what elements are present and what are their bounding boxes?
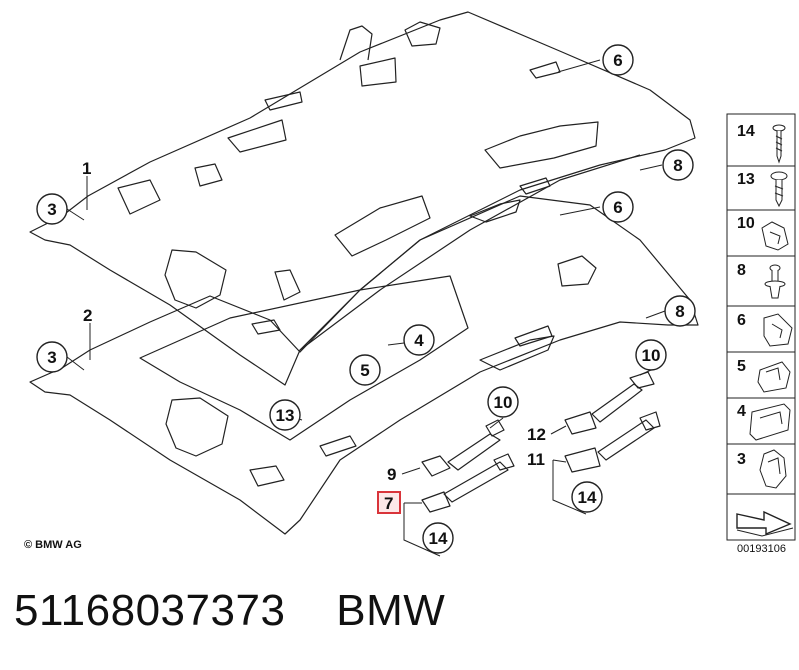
callout-circle-8a bbox=[662, 149, 694, 181]
highlight-box-7 bbox=[377, 491, 401, 514]
callout-circle-6b bbox=[602, 191, 634, 223]
bracket-4-icon bbox=[749, 403, 791, 441]
callout-circle-3b bbox=[36, 341, 68, 373]
copyright-notice: © BMW AG bbox=[24, 539, 82, 551]
screw-14-icon bbox=[772, 124, 786, 164]
callout-5: 5 bbox=[360, 361, 369, 380]
callout-11: 11 bbox=[527, 450, 545, 469]
callout-circle-13 bbox=[269, 399, 301, 431]
grab-handle-left bbox=[421, 419, 515, 513]
callout-circle-8b bbox=[664, 295, 696, 327]
clip-6-icon bbox=[763, 313, 793, 347]
callout-6b: 6 bbox=[613, 198, 622, 217]
callout-8a: 8 bbox=[673, 156, 682, 175]
grab-handle-right bbox=[564, 371, 661, 473]
callout-14b: 14 bbox=[578, 488, 597, 507]
screw-13-icon bbox=[770, 171, 788, 208]
callout-circle-5 bbox=[349, 354, 381, 386]
callout-circle-6a bbox=[602, 44, 634, 76]
clip-5-icon bbox=[757, 361, 791, 393]
legend-label-0: 14 bbox=[737, 123, 755, 140]
callout-circle-3a bbox=[36, 193, 68, 225]
legend-label-3: 8 bbox=[737, 262, 746, 279]
callout-3b: 3 bbox=[47, 348, 56, 367]
reference-arrow-icon bbox=[736, 510, 794, 537]
callout-4: 4 bbox=[414, 331, 424, 350]
legend-label-5: 5 bbox=[737, 358, 746, 375]
callout-circle-10b bbox=[635, 339, 667, 371]
legend-cell-8 bbox=[726, 255, 796, 307]
callout-10a: 10 bbox=[494, 393, 513, 412]
callout-circle-10a bbox=[487, 386, 519, 418]
clip-3-icon bbox=[759, 449, 787, 489]
callout-circle-14b bbox=[571, 481, 603, 513]
part-number-caption: 51168037373 BMW bbox=[14, 586, 446, 635]
legend-label-7: 3 bbox=[737, 451, 746, 468]
parts-diagram: 3 3 6 6 8 8 4 5 13 10 10 14 14 1 2 9 12 … bbox=[29, 11, 796, 557]
callout-3a: 3 bbox=[47, 200, 56, 219]
legend-label-1: 13 bbox=[737, 171, 755, 188]
legend-label-6: 4 bbox=[737, 403, 746, 420]
callout-6a: 6 bbox=[613, 51, 622, 70]
legend-label-4: 6 bbox=[737, 312, 746, 329]
callout-circle-14a bbox=[422, 522, 454, 554]
callout-2: 2 bbox=[83, 306, 92, 325]
callout-13: 13 bbox=[276, 406, 295, 425]
callout-8b: 8 bbox=[675, 302, 684, 321]
callout-circle-4 bbox=[403, 324, 435, 356]
callout-14a: 14 bbox=[429, 529, 448, 548]
callout-7: 7 bbox=[384, 494, 393, 513]
callout-10b: 10 bbox=[642, 346, 661, 365]
clip-10-icon bbox=[761, 221, 789, 251]
expansion-rivet-8-icon bbox=[764, 264, 786, 299]
leader-lines bbox=[66, 59, 666, 557]
legend-panel: 14 13 10 8 6 5 4 3 bbox=[726, 113, 796, 541]
callout-12: 12 bbox=[527, 425, 546, 444]
legend-cell-14 bbox=[726, 113, 796, 167]
legend-label-2: 10 bbox=[737, 215, 755, 232]
callout-9: 9 bbox=[387, 465, 396, 484]
callout-1: 1 bbox=[82, 159, 91, 178]
diagram-id: 00193106 bbox=[737, 543, 786, 555]
